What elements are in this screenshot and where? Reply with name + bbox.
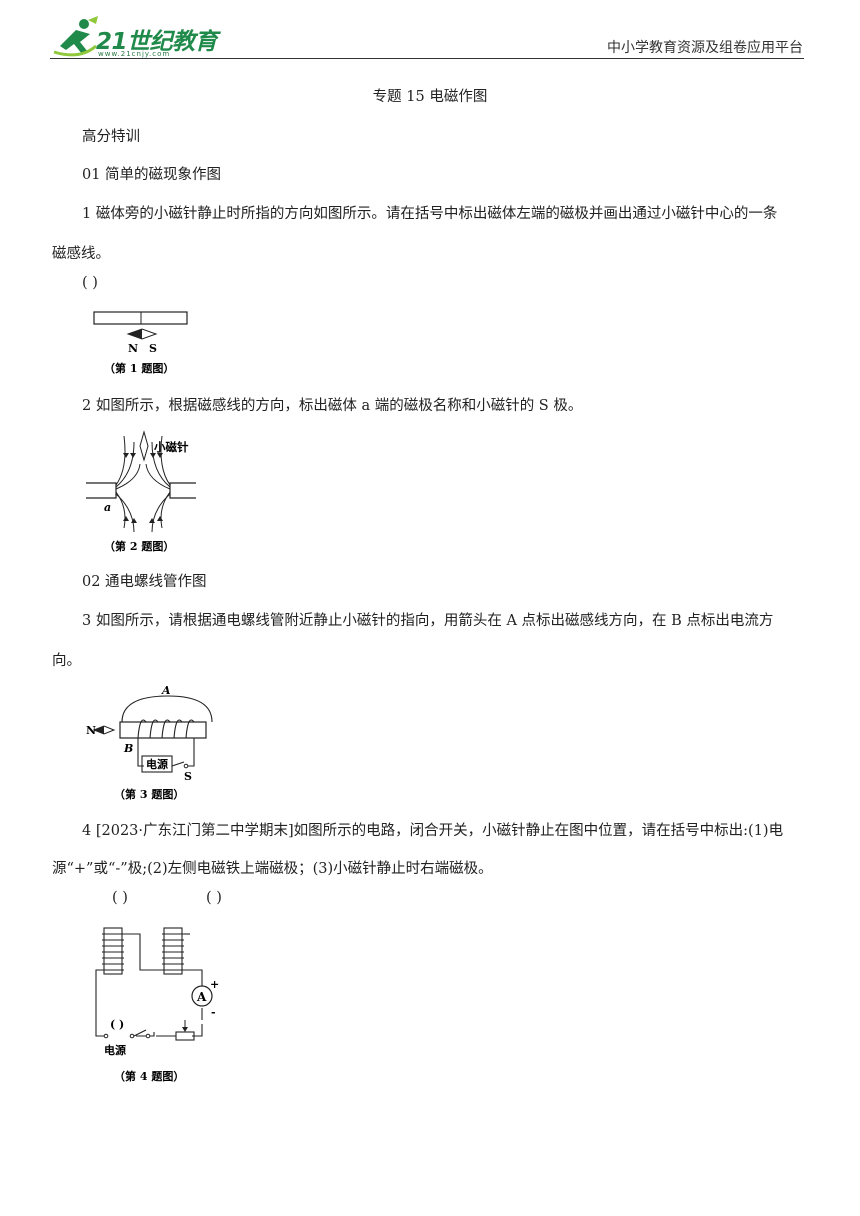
- fig3-label-a: A: [161, 684, 171, 697]
- q1-text-line1: 1 磁体旁的小磁针静止时所指的方向如图所示。请在括号中标出磁体左端的磁极并画出通…: [82, 206, 778, 222]
- fig4-ammeter-label: A: [196, 990, 207, 1004]
- logo-runner-icon: [53, 16, 98, 57]
- solenoid-coils: [137, 719, 195, 739]
- header-divider: [50, 58, 804, 59]
- switch: [171, 761, 185, 767]
- figure-2: 小磁针 a （第 2 题图）: [86, 430, 196, 553]
- fig3-power-label: 电源: [146, 757, 168, 771]
- section-02: 02 通电螺线管作图: [82, 574, 207, 590]
- figure-3: A N B 电源 S （第 3 题图）: [86, 684, 213, 801]
- rheostat: [175, 1031, 195, 1041]
- small-compass-icon: [139, 430, 149, 462]
- q4-answer-blank-1: ( ): [112, 890, 128, 906]
- field-loop: [121, 695, 213, 723]
- figure-1: N S （第 1 题图）: [93, 311, 188, 375]
- fig4-caption: （第 4 题图）: [114, 1069, 184, 1083]
- solenoid-core: [119, 721, 207, 739]
- page-title: 专题 15 电磁作图: [372, 89, 488, 105]
- right-magnet: [169, 482, 196, 499]
- section-main: 高分特训: [82, 129, 140, 145]
- left-electromagnet: [102, 927, 124, 975]
- fig2-caption: （第 2 题图）: [104, 539, 174, 553]
- right-electromagnet: [162, 927, 184, 975]
- fig2-needle-label: 小磁针: [153, 440, 189, 454]
- q3-text-line1: 3 如图所示，请根据通电螺线管附近静止小磁针的指向，用箭头在 A 点标出磁感线方…: [82, 613, 774, 629]
- fig1-label-s: S: [149, 342, 157, 355]
- field-lines: [115, 435, 171, 533]
- left-magnet: [86, 482, 117, 499]
- logo-subtext: www.21cnjy.com: [98, 50, 171, 58]
- switch: [133, 1029, 147, 1037]
- q3-text-line2: 向。: [52, 653, 81, 669]
- fig3-label-n: N: [86, 724, 96, 737]
- q2-text-line1: 2 如图所示，根据磁感线的方向，标出磁体 a 端的磁极名称和小磁针的 S 极。: [82, 398, 583, 414]
- fig4-plus: +: [210, 978, 219, 991]
- fig1-label-n: N: [128, 342, 138, 355]
- logo-text: 21世纪教育: [96, 29, 218, 55]
- header-platform-name: 中小学教育资源及组卷应用平台: [607, 40, 803, 56]
- fig2-label-a: a: [104, 501, 111, 514]
- fig4-blank: ( ): [110, 1018, 124, 1031]
- fig3-caption: （第 3 题图）: [114, 787, 184, 801]
- q4-text-line1: 4 [2023·广东江门第二中学期末]如图所示的电路，闭合开关，小磁针静止在图中…: [82, 823, 784, 839]
- fig1-caption: （第 1 题图）: [104, 361, 174, 375]
- power-source: [141, 755, 173, 773]
- q1-text-line2: 磁感线。: [52, 246, 110, 262]
- section-01: 01 简单的磁现象作图: [82, 167, 222, 183]
- fig4-minus: -: [211, 1006, 216, 1019]
- figure-4: A + - ( ) 电源 （第 4 题图）: [95, 927, 219, 1083]
- fig3-label-b: B: [123, 742, 133, 755]
- fig4-power-label: 电源: [104, 1043, 126, 1057]
- q1-answer-blank: ( ): [82, 275, 98, 291]
- ammeter-icon: [191, 985, 213, 1007]
- q4-text-line2: 源“+”或“-”极;(2)左侧电磁铁上端磁极；(3)小磁针静止时右端磁极。: [52, 861, 493, 877]
- q4-answer-blank-2: ( ): [206, 890, 222, 906]
- fig3-label-s: S: [184, 770, 192, 783]
